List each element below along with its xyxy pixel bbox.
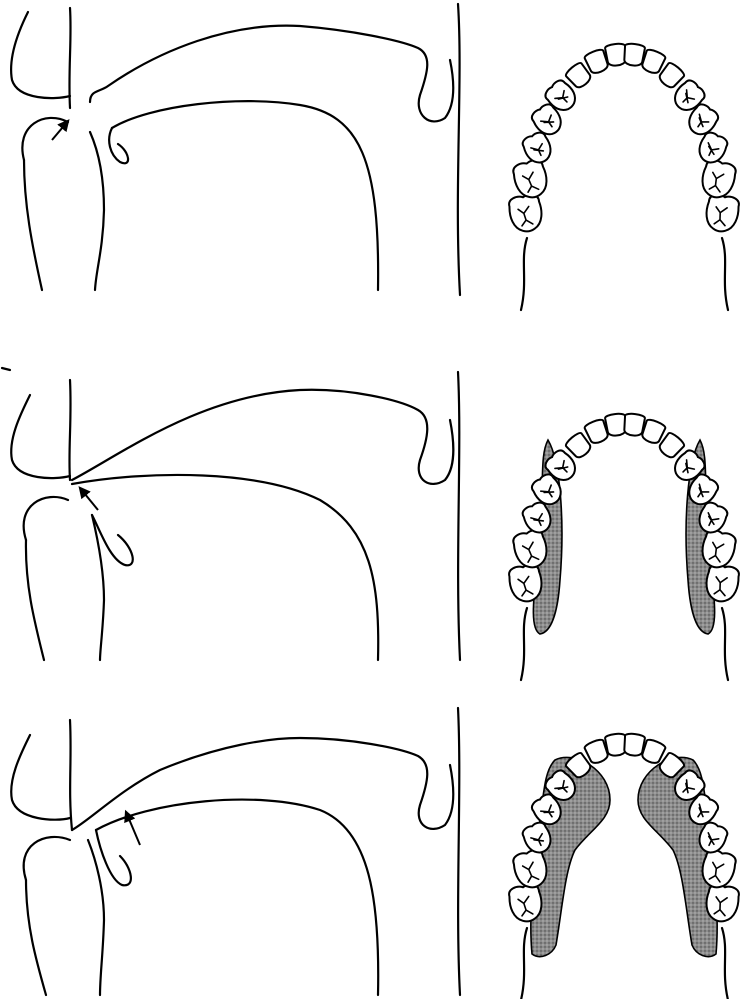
panel-1 xyxy=(11,4,741,310)
sagittal-profile-3 xyxy=(11,708,460,995)
panel-2 xyxy=(11,372,740,680)
contact-arrow-3 xyxy=(126,812,140,845)
sagittal-profile-2 xyxy=(11,372,460,660)
dental-arch-1 xyxy=(507,43,740,310)
sagittal-profile-1 xyxy=(11,4,460,295)
edge-mark xyxy=(2,368,10,370)
panel-3 xyxy=(11,708,740,999)
contact-arrow-2 xyxy=(80,488,98,510)
dental-arch-3 xyxy=(507,733,740,999)
contact-arrow-1 xyxy=(52,121,68,140)
dental-arch-2 xyxy=(507,413,740,680)
